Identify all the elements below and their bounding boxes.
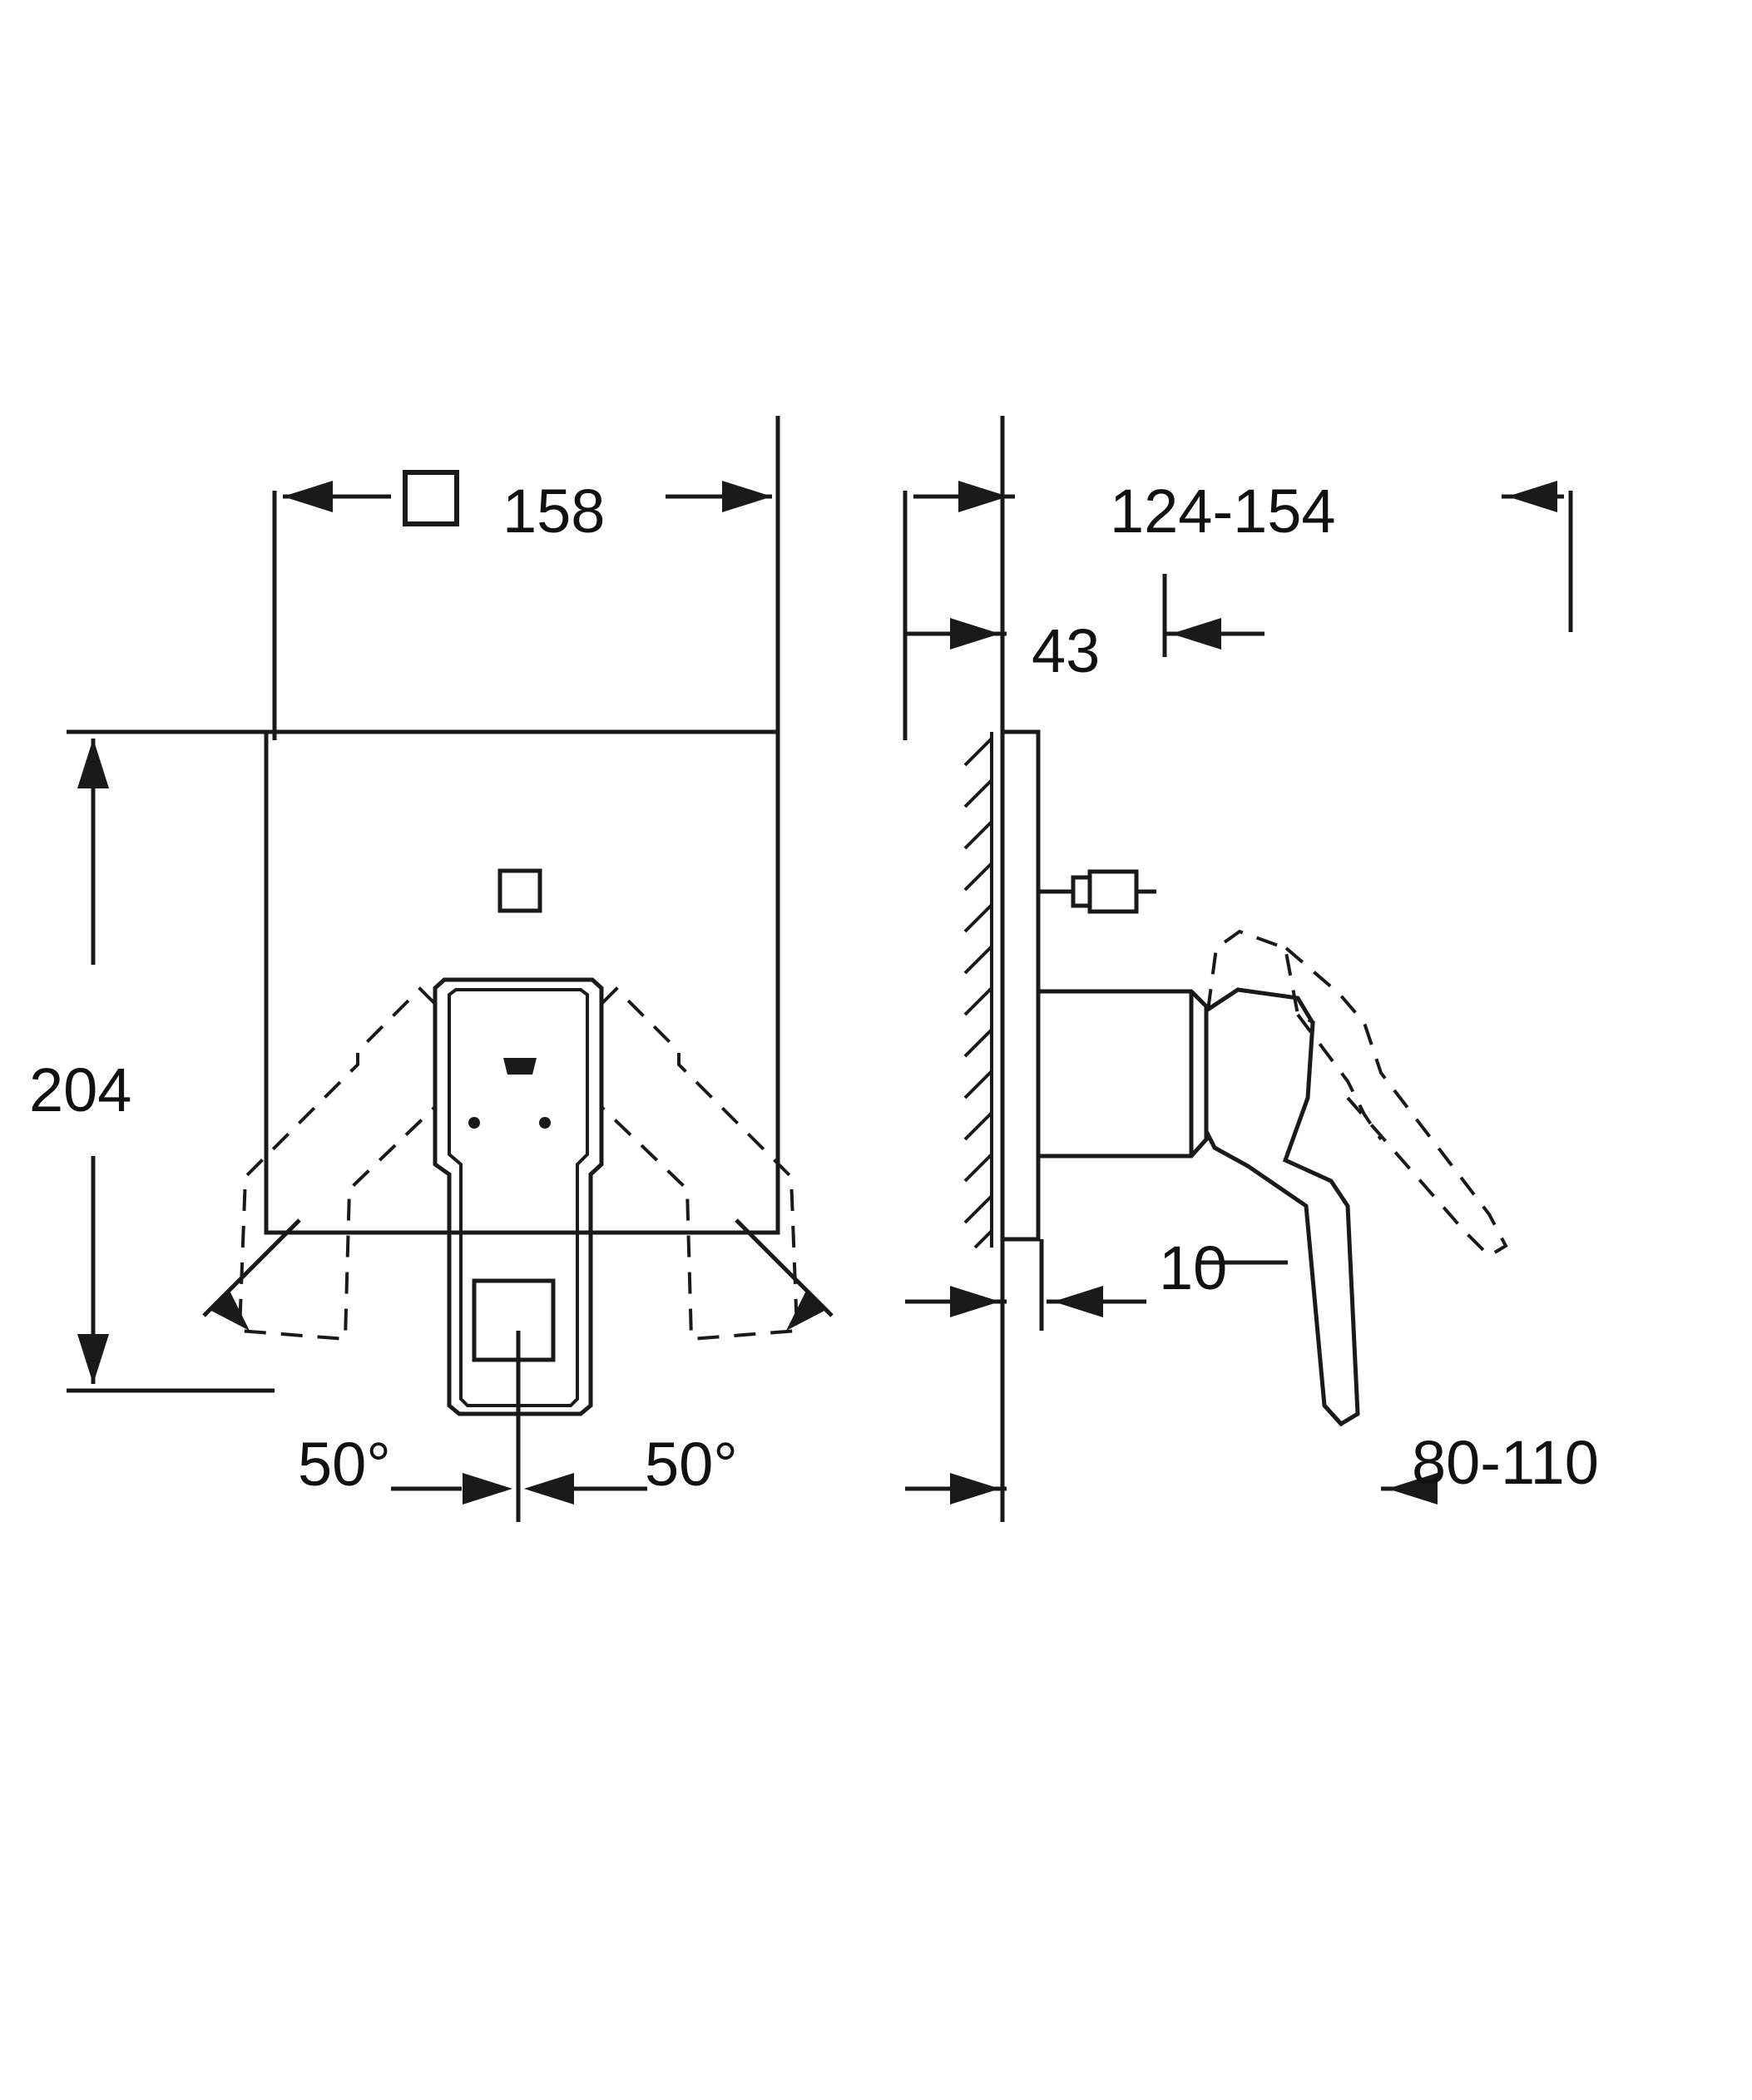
side-80-110-dimension-line xyxy=(905,1473,1438,1505)
side-wall-hatch xyxy=(963,732,993,1249)
front-height-extension-lines xyxy=(67,729,275,1393)
dim-side-wall-offset-label: 43 xyxy=(1032,616,1101,685)
side-escutcheon-profile xyxy=(1002,729,1041,1242)
front-escutcheon-plate xyxy=(264,729,780,1235)
dim-front-height-label: 204 xyxy=(29,1055,132,1124)
front-angle-center-arrows xyxy=(391,1473,647,1505)
front-angle-left-dimension xyxy=(202,1218,301,1331)
front-lever-swing-dashed xyxy=(237,986,799,1342)
front-indicator-square xyxy=(497,868,542,913)
dim-angle-left-label: 50° xyxy=(298,1430,391,1499)
side-depth-dimension-line xyxy=(913,481,1564,512)
side-depth-extension-lines xyxy=(903,491,1573,740)
front-angle-right-dimension xyxy=(735,1218,834,1331)
dim-angle-right-label: 50° xyxy=(645,1430,738,1499)
dim-side-depth-range-label: 124-154 xyxy=(1110,477,1336,546)
front-width-extension-lines xyxy=(272,416,780,740)
side-10-dimension-line xyxy=(905,1239,1288,1331)
dim-front-width-label: 158 xyxy=(502,477,606,546)
front-height-dimension-line xyxy=(77,739,109,1384)
square-icon xyxy=(403,470,459,526)
dim-side-small-label: 10 xyxy=(1159,1233,1228,1302)
dim-side-projection-range-label: 80-110 xyxy=(1412,1428,1599,1497)
front-lever-handle xyxy=(433,977,604,1416)
side-cartridge-body xyxy=(1038,989,1209,1159)
front-width-dimension-line xyxy=(283,481,772,512)
side-lever-handle xyxy=(1204,987,1360,1427)
side-43-dimension-line xyxy=(905,574,1265,657)
side-diverter-pin xyxy=(1038,869,1156,914)
side-lever-swing-dashed xyxy=(1206,929,1508,1258)
